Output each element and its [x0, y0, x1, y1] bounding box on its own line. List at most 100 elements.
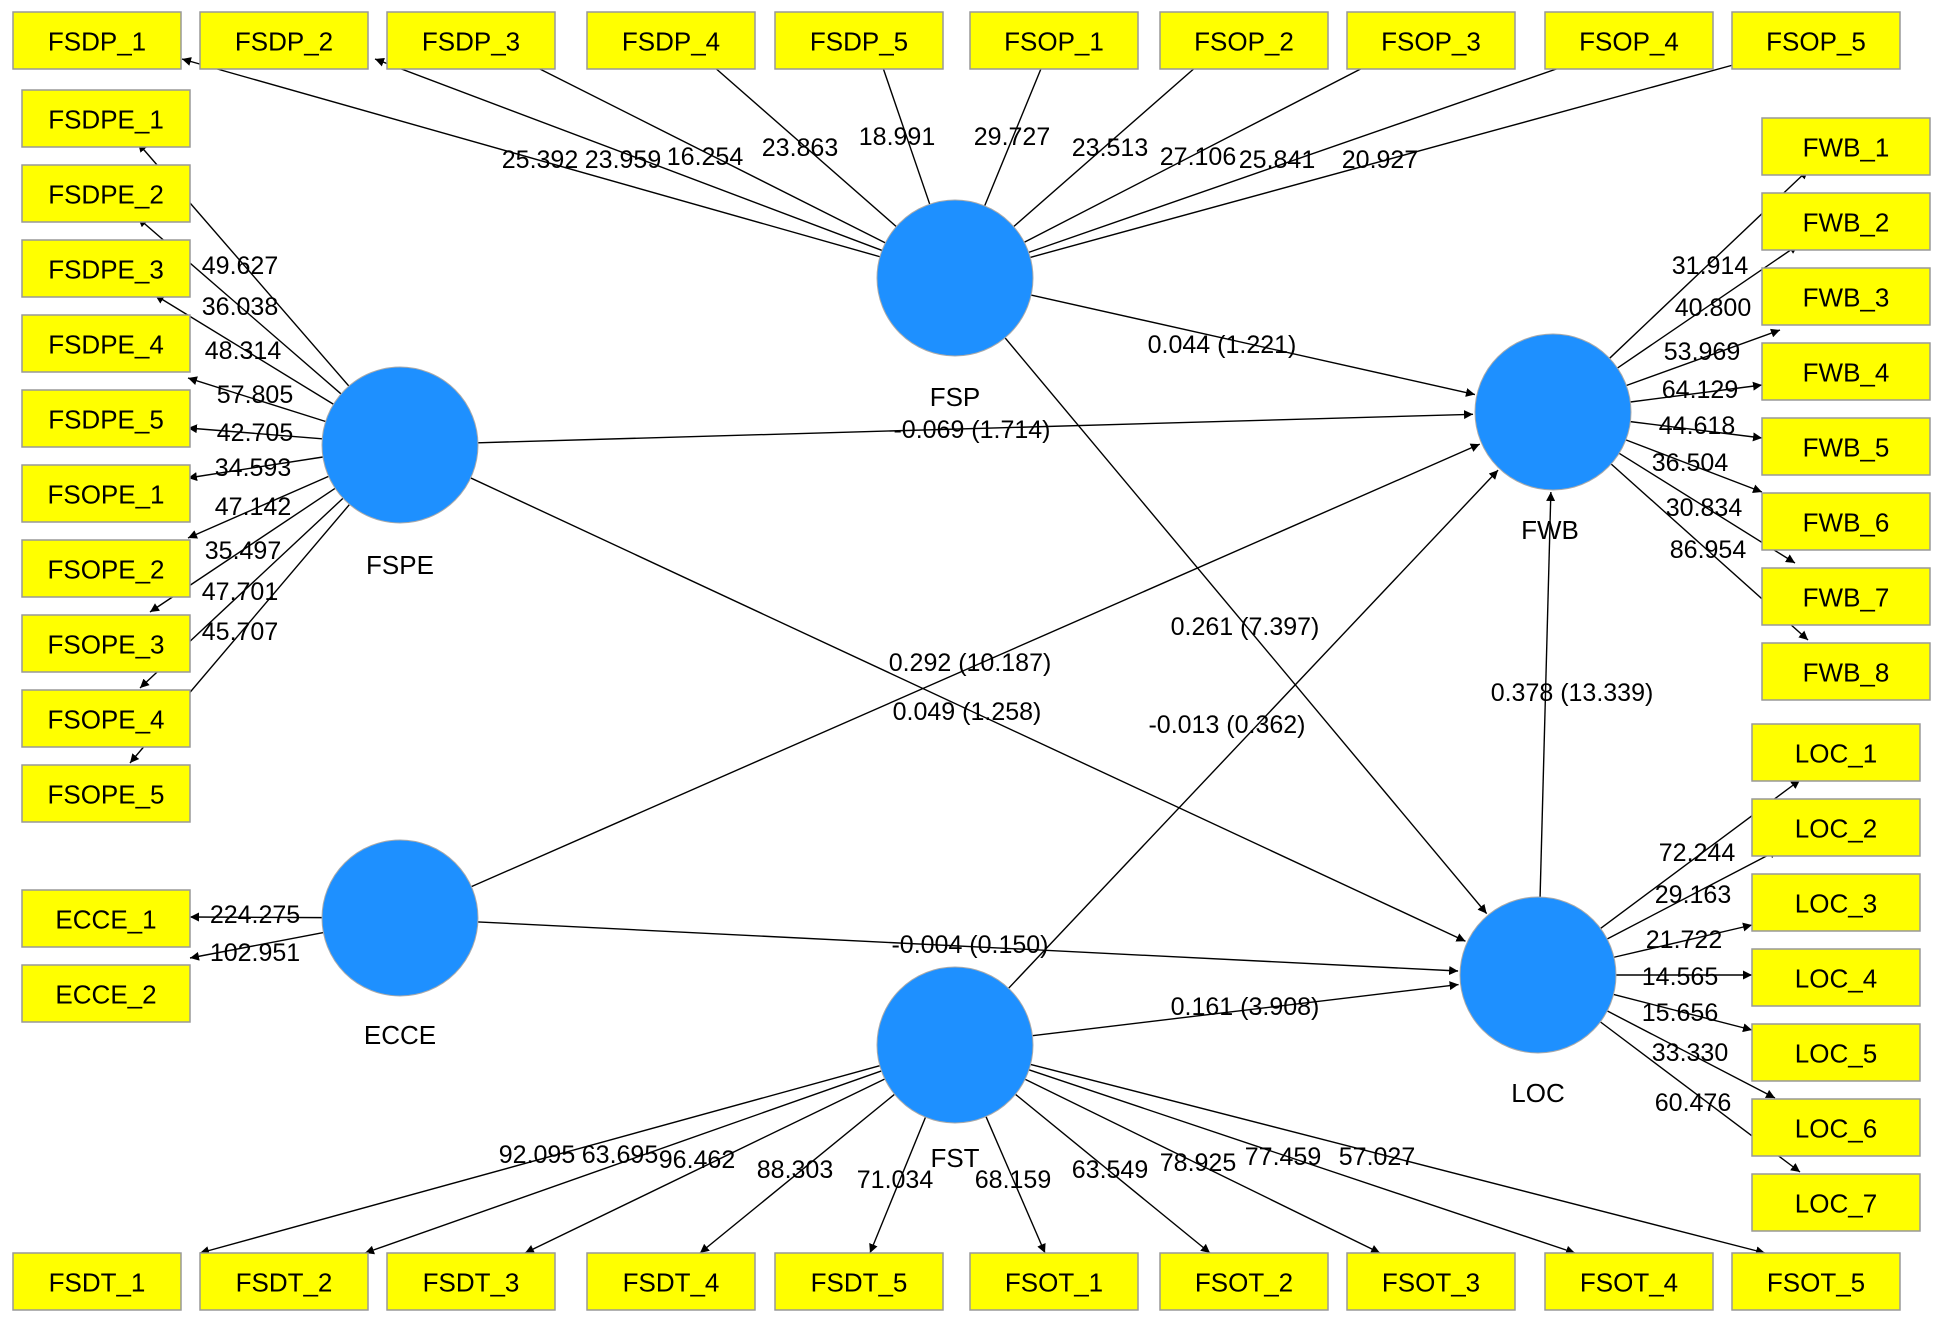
- indicator-fsope-3[interactable]: FSOPE_3: [21, 614, 191, 673]
- indicator-fsdt-3[interactable]: FSDT_3: [386, 1252, 556, 1311]
- indicator-fsdpe-1[interactable]: FSDPE_1: [21, 89, 191, 148]
- indicator-fsot-4[interactable]: FSOT_4: [1544, 1252, 1714, 1311]
- indicator-loc-3[interactable]: LOC_3: [1751, 873, 1921, 932]
- indicator-label: FSDT_5: [811, 1268, 908, 1298]
- indicator-label: FSOT_3: [1382, 1268, 1480, 1298]
- loading-edge-fsop-5: [1030, 57, 1756, 259]
- loading-label-fsdpe-2: 36.038: [202, 293, 278, 321]
- loading-label-fsope-3: 35.497: [205, 537, 281, 565]
- indicator-fsdp-2[interactable]: FSDP_2: [199, 11, 369, 70]
- indicator-fsot-5[interactable]: FSOT_5: [1731, 1252, 1901, 1311]
- indicator-box: [199, 11, 369, 70]
- indicator-fsdpe-4[interactable]: FSDPE_4: [21, 314, 191, 373]
- loading-label-loc-6: 33.330: [1652, 1039, 1728, 1067]
- indicator-fsdt-5[interactable]: FSDT_5: [774, 1252, 944, 1311]
- loading-label-fsdp-2: 23.959: [585, 146, 661, 174]
- indicator-fsop-3[interactable]: FSOP_3: [1346, 11, 1516, 70]
- indicator-label: FSDP_4: [622, 27, 720, 57]
- indicator-loc-2[interactable]: LOC_2: [1751, 798, 1921, 857]
- indicator-fsdpe-2[interactable]: FSDPE_2: [21, 164, 191, 223]
- latent-circle: [876, 199, 1034, 357]
- indicator-fwb-6[interactable]: FWB_6: [1761, 492, 1931, 551]
- loading-edge-fsot-2: [1015, 1093, 1211, 1254]
- indicator-loc-7[interactable]: LOC_7: [1751, 1173, 1921, 1232]
- indicator-loc-6[interactable]: LOC_6: [1751, 1098, 1921, 1157]
- indicator-label: FWB_8: [1803, 658, 1890, 688]
- loading-label-fsdt-1: 92.095: [499, 1141, 575, 1169]
- indicator-label: FSDPE_1: [48, 105, 164, 135]
- indicator-label: FSOPE_2: [47, 555, 164, 585]
- indicator-label: FSDP_2: [235, 27, 333, 57]
- loading-label-fsot-4: 77.459: [1245, 1143, 1321, 1171]
- path-edge-fsp-loc: [1004, 337, 1488, 915]
- indicator-ecce-2[interactable]: ECCE_2: [21, 964, 191, 1023]
- indicator-fsot-2[interactable]: FSOT_2: [1159, 1252, 1329, 1311]
- indicator-fsdp-3[interactable]: FSDP_3: [386, 11, 556, 70]
- loading-label-fwb-8: 86.954: [1670, 536, 1747, 564]
- latent-fspe[interactable]: FSPE: [321, 366, 479, 580]
- latent-label: FSPE: [366, 550, 434, 580]
- indicator-loc-5[interactable]: LOC_5: [1751, 1023, 1921, 1082]
- indicator-fsope-5[interactable]: FSOPE_5: [21, 764, 191, 823]
- indicator-fwb-2[interactable]: FWB_2: [1761, 192, 1931, 251]
- indicator-fsop-1[interactable]: FSOP_1: [969, 11, 1139, 70]
- indicator-fsop-2[interactable]: FSOP_2: [1159, 11, 1329, 70]
- indicator-box: [1751, 798, 1921, 857]
- indicator-label: LOC_6: [1795, 1114, 1877, 1144]
- indicator-fwb-1[interactable]: FWB_1: [1761, 117, 1931, 176]
- indicator-box: [199, 1252, 369, 1311]
- indicator-fwb-8[interactable]: FWB_8: [1761, 642, 1931, 701]
- loading-label-fwb-7: 30.834: [1666, 494, 1743, 522]
- indicator-box: [1346, 11, 1516, 70]
- indicator-box: [1761, 342, 1931, 401]
- indicator-label: FSOP_5: [1766, 27, 1866, 57]
- loading-label-fwb-2: 40.800: [1675, 294, 1751, 322]
- latent-label: ECCE: [364, 1020, 436, 1050]
- indicator-fwb-7[interactable]: FWB_7: [1761, 567, 1931, 626]
- loading-edge-fsot-4: [1028, 1069, 1576, 1255]
- indicator-fsope-2[interactable]: FSOPE_2: [21, 539, 191, 598]
- loading-edge-fsdt-5: [869, 1116, 927, 1254]
- latent-loc[interactable]: LOC: [1459, 896, 1617, 1108]
- loading-edge-fsdp-4: [704, 58, 897, 228]
- indicator-fsdpe-3[interactable]: FSDPE_3: [21, 239, 191, 298]
- indicator-fwb-4[interactable]: FWB_4: [1761, 342, 1931, 401]
- latent-fst[interactable]: FST: [876, 966, 1034, 1173]
- indicator-label: FWB_2: [1803, 208, 1890, 238]
- indicator-fsope-1[interactable]: FSOPE_1: [21, 464, 191, 523]
- indicator-box: [1761, 192, 1931, 251]
- indicator-fsot-1[interactable]: FSOT_1: [969, 1252, 1139, 1311]
- indicator-loc-4[interactable]: LOC_4: [1751, 948, 1921, 1007]
- loading-label-fsdt-4: 88.303: [757, 1156, 833, 1184]
- path-edge-fspe-loc: [470, 477, 1466, 942]
- indicator-label: FWB_7: [1803, 583, 1890, 613]
- indicator-fsdp-5[interactable]: FSDP_5: [774, 11, 944, 70]
- indicator-fsdt-4[interactable]: FSDT_4: [586, 1252, 756, 1311]
- indicator-label: FSDPE_3: [48, 255, 164, 285]
- loading-edge-fsot-3: [1024, 1078, 1381, 1254]
- indicator-fsdp-4[interactable]: FSDP_4: [586, 11, 756, 70]
- indicator-fwb-5[interactable]: FWB_5: [1761, 417, 1931, 476]
- loading-edge-fsdpe-5: [187, 424, 323, 440]
- indicator-ecce-1[interactable]: ECCE_1: [21, 889, 191, 948]
- indicator-loc-1[interactable]: LOC_1: [1751, 723, 1921, 782]
- latent-ecce[interactable]: ECCE: [321, 839, 479, 1050]
- loading-label-fsdt-3: 96.462: [659, 1146, 735, 1174]
- latent-fwb[interactable]: FWB: [1474, 333, 1632, 545]
- indicator-fsdpe-5[interactable]: FSDPE_5: [21, 389, 191, 448]
- loading-label-fsdp-5: 18.991: [859, 123, 935, 151]
- loading-label-fsdp-4: 23.863: [762, 134, 838, 162]
- indicator-fsop-5[interactable]: FSOP_5: [1731, 11, 1901, 70]
- indicator-box: [21, 764, 191, 823]
- indicator-fsdt-2[interactable]: FSDT_2: [199, 1252, 369, 1311]
- loading-label-loc-7: 60.476: [1655, 1089, 1731, 1117]
- indicator-fsdt-1[interactable]: FSDT_1: [12, 1252, 182, 1311]
- indicator-fsope-4[interactable]: FSOPE_4: [21, 689, 191, 748]
- latent-label: FST: [930, 1143, 979, 1173]
- latent-circle: [321, 839, 479, 997]
- latent-fsp[interactable]: FSP: [876, 199, 1034, 412]
- indicator-fsop-4[interactable]: FSOP_4: [1544, 11, 1714, 70]
- indicator-fsot-3[interactable]: FSOT_3: [1346, 1252, 1516, 1311]
- indicator-fsdp-1[interactable]: FSDP_1: [12, 11, 182, 70]
- indicator-fwb-3[interactable]: FWB_3: [1761, 267, 1931, 326]
